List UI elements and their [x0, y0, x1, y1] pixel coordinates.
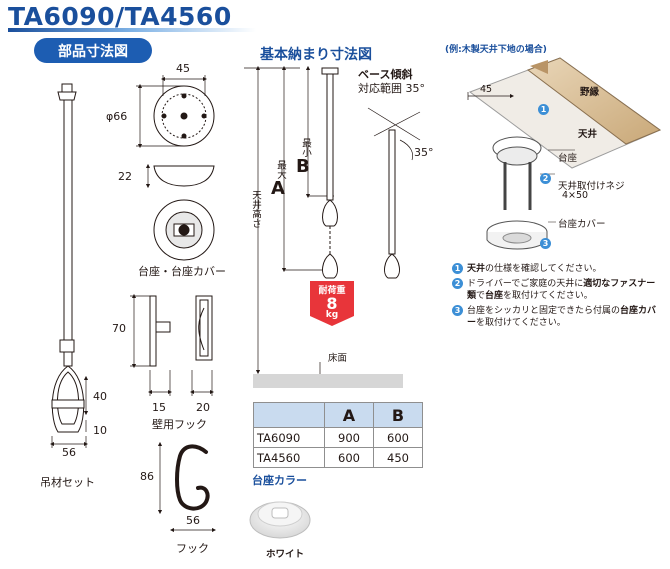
callout-1: 1 [538, 104, 549, 115]
table-header-b: B [373, 402, 423, 428]
tilt-range-label: 対応範囲 35° [358, 82, 425, 95]
floor-label: 床面 [328, 353, 348, 364]
load-value: 8 [326, 294, 338, 313]
basic-dimension-heading: 基本納まり寸法図 [260, 47, 372, 63]
b-label: B [296, 156, 310, 177]
color-heading: 台座カラー [252, 474, 307, 487]
note-number: 3 [452, 305, 463, 316]
note-number: 2 [452, 278, 463, 289]
hanger-set-drawing [51, 83, 85, 433]
note-bold-2: 台座 [485, 291, 504, 301]
cover-label: 台座カバー [558, 219, 606, 230]
a-max-label: 最大 [275, 160, 286, 179]
base-cover-view [153, 199, 215, 261]
base-tilt-label: ベース傾斜 [358, 68, 413, 81]
table-cell-a: 600 [324, 447, 374, 468]
hanger-dim-40: 40 [93, 390, 107, 403]
color-sample-drawing [249, 501, 311, 539]
angle-label: 35° [414, 146, 434, 159]
table-header-blank [253, 402, 325, 428]
base-label: 台座 [558, 153, 578, 164]
note-text-mid: の仕様を確認してください。 [485, 264, 602, 274]
load-capacity-badge: 耐荷重 8 kg [310, 281, 354, 320]
note-2: 2 ドライバーでご家庭の天井に適切なファスナー類で台座を取付けてください。 [452, 278, 664, 302]
base-top-view [153, 85, 215, 147]
install-drawing [467, 57, 662, 250]
hook-dim-86: 86 [140, 470, 154, 483]
table-cell-model: TA4560 [253, 447, 325, 468]
note-text-mid: で [476, 291, 486, 301]
table-row: TA6090 900 600 [253, 427, 423, 448]
note-text: ドライバーでご家庭の天井に適切なファスナー類で台座を取付けてください。 [467, 278, 664, 302]
note-text-pre: 台座をシッカリと固定できたら付属の [467, 306, 621, 316]
table-cell-b: 600 [373, 427, 423, 448]
title-underline [8, 28, 256, 32]
callout-2: 2 [540, 173, 551, 184]
example-caption: (例:木製天井下地の場合) [445, 45, 547, 55]
a-label: A [271, 178, 285, 199]
wall-hook-drawing [149, 295, 213, 367]
install-notes: 1 天井の仕様を確認してください。 2 ドライバーでご家庭の天井に適切なファスナ… [452, 263, 664, 332]
wall-hook-caption: 壁用フック [152, 418, 207, 431]
table-header-row: A B [253, 402, 423, 428]
note-bold: 適切なファスナー類 [467, 279, 656, 301]
note-3: 3 台座をシッカリと固定できたら付属の台座カバーを取付けてください。 [452, 305, 664, 329]
note-text: 台座をシッカリと固定できたら付属の台座カバーを取付けてください。 [467, 305, 664, 329]
s-hook-drawing [175, 444, 210, 511]
base-dim-45: 45 [176, 62, 190, 75]
note-bold: 台座カバー [467, 306, 657, 328]
joist-label: 野縁 [580, 87, 600, 98]
install-dim-45: 45 [480, 84, 493, 95]
load-unit: kg [325, 310, 339, 320]
wall-hook-dim-15: 15 [152, 401, 166, 414]
note-number: 1 [452, 263, 463, 274]
basic-drawing [244, 65, 334, 375]
hanger-dim-56: 56 [62, 446, 76, 459]
hook-caption: フック [176, 542, 209, 555]
ceiling-label: 天井 [578, 129, 598, 140]
screw-size-label: 4×50 [562, 190, 589, 201]
base-side-view [153, 165, 215, 187]
note-text-pre: ドライバーでご家庭の天井に [467, 279, 584, 289]
callout-3: 3 [540, 238, 551, 249]
table-cell-model: TA6090 [253, 427, 325, 448]
table-header-a: A [324, 402, 374, 428]
base-dim-66: φ66 [106, 110, 128, 123]
table-cell-a: 900 [324, 427, 374, 448]
note-text-post: を取付けてください。 [503, 291, 593, 301]
dimension-table: A B TA6090 900 600 TA4560 600 450 [253, 402, 423, 468]
note-text-mid: を取付けてください。 [476, 318, 566, 328]
hanger-dim-10: 10 [93, 424, 107, 437]
note-bold: 天井 [467, 264, 486, 274]
b-min-label: 最小 [300, 138, 311, 157]
floor-surface [253, 374, 403, 388]
base-dim-22: 22 [118, 170, 132, 183]
hook-dim-56: 56 [186, 514, 200, 527]
note-text: 天井の仕様を確認してください。 [467, 263, 601, 275]
parts-dimension-label: 部品寸法図 [34, 38, 152, 63]
note-1: 1 天井の仕様を確認してください。 [452, 263, 664, 275]
load-badge-shape [310, 281, 354, 326]
screw-label: 天井取付けネジ [558, 181, 625, 192]
page-title: TA6090/TA4560 [8, 2, 232, 31]
wall-hook-dim-20: 20 [196, 401, 210, 414]
base-caption: 台座・台座カバー [138, 265, 226, 278]
ceiling-height-label: 天井高さ [250, 190, 261, 228]
table-cell-b: 450 [373, 447, 423, 468]
color-name: ホワイト [266, 549, 305, 560]
wall-hook-dim-70: 70 [112, 322, 126, 335]
hanger-set-caption: 吊材セット [40, 476, 95, 489]
load-title: 耐荷重 [318, 286, 346, 296]
table-row: TA4560 600 450 [253, 447, 423, 468]
